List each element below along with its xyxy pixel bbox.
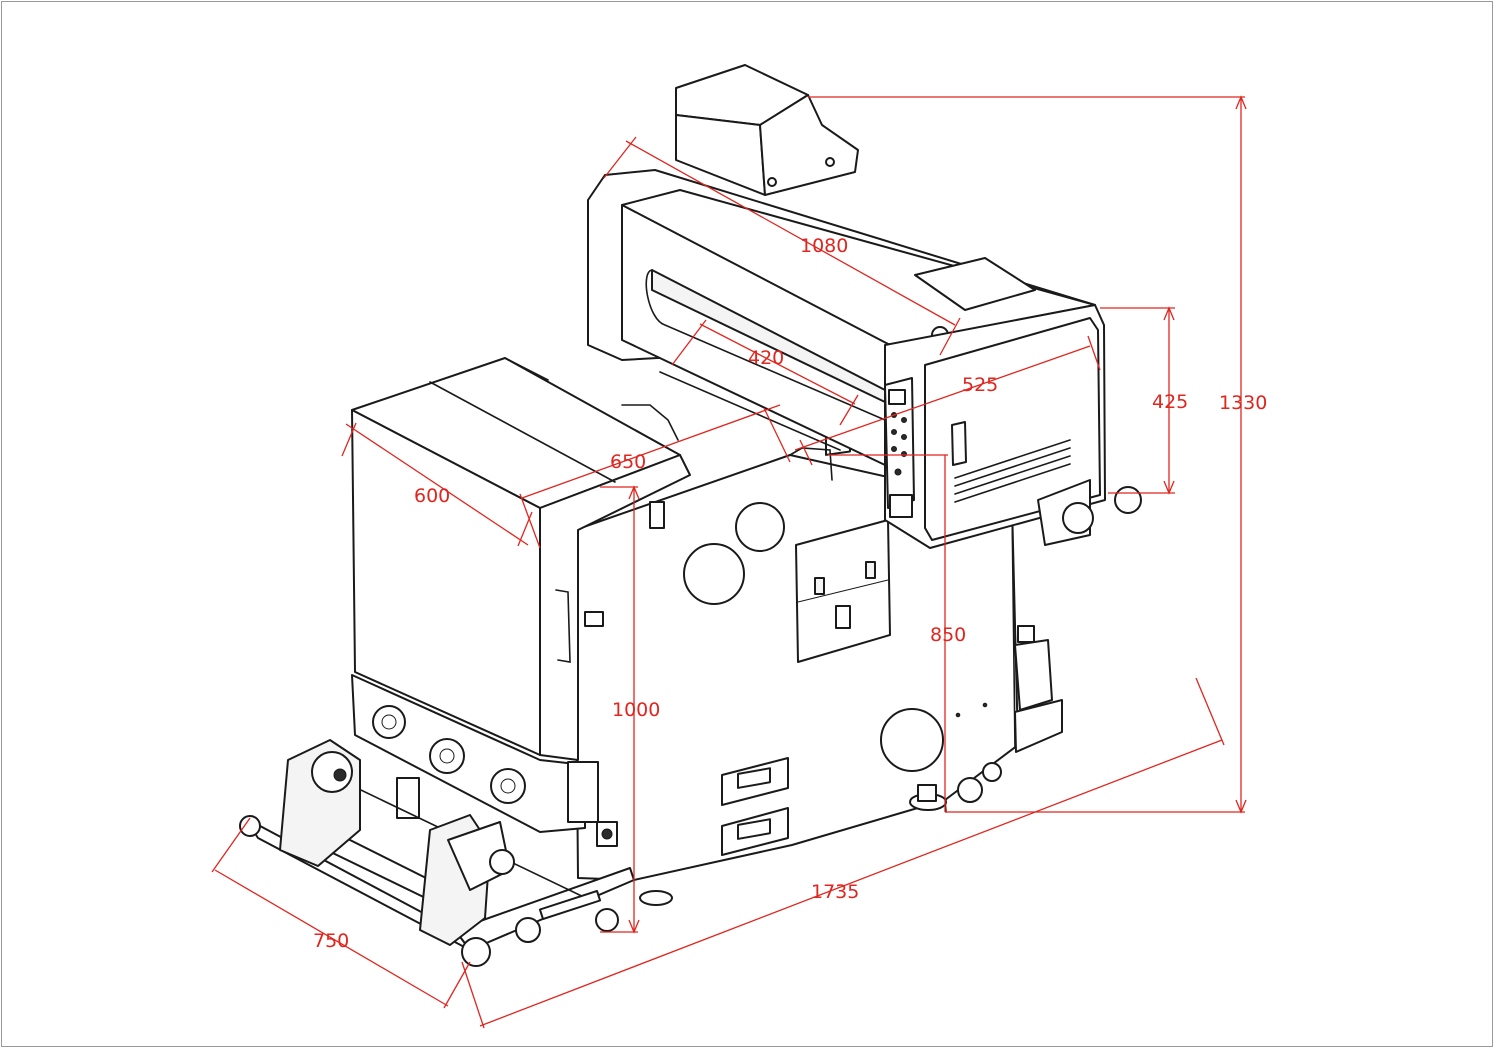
dim-label-650: 650 [610,451,646,473]
dim-label-850: 850 [930,624,966,646]
print-head-cover [675,64,859,196]
fan-housing [351,674,618,847]
dim-label-1080: 1080 [800,235,848,257]
dim-label-750: 750 [313,930,349,952]
dimension-1000 [600,485,640,934]
dimension-1080 [603,136,961,356]
printer-unit [587,169,1142,549]
dim-label-1330: 1330 [1219,392,1267,414]
dimension-425 [1100,306,1175,495]
dim-label-420: 420 [748,347,784,369]
dim-label-600: 600 [414,485,450,507]
dimension-525 [794,335,1101,466]
shaker-cabinet [574,424,1019,932]
liquid-bottle [1014,625,1063,753]
dimension-lines [211,95,1247,1029]
dimension-1330 [808,95,1247,814]
roll-rack [239,739,635,967]
dim-label-525: 525 [962,374,998,396]
dim-label-1000: 1000 [612,699,660,721]
dim-label-1735: 1735 [811,881,859,903]
vent-grille [954,439,1071,503]
dimension-1735 [461,677,1225,1029]
dimension-750 [211,817,471,1009]
dim-label-425: 425 [1152,391,1188,413]
dimension-420 [671,319,859,426]
dimension-600 [341,422,533,547]
dimension-650 [519,404,791,549]
machine-drawing [239,64,1142,967]
dimension-850 [828,454,948,812]
dimension-labels: 1330 425 1080 420 525 650 600 850 1000 1… [313,235,1267,952]
